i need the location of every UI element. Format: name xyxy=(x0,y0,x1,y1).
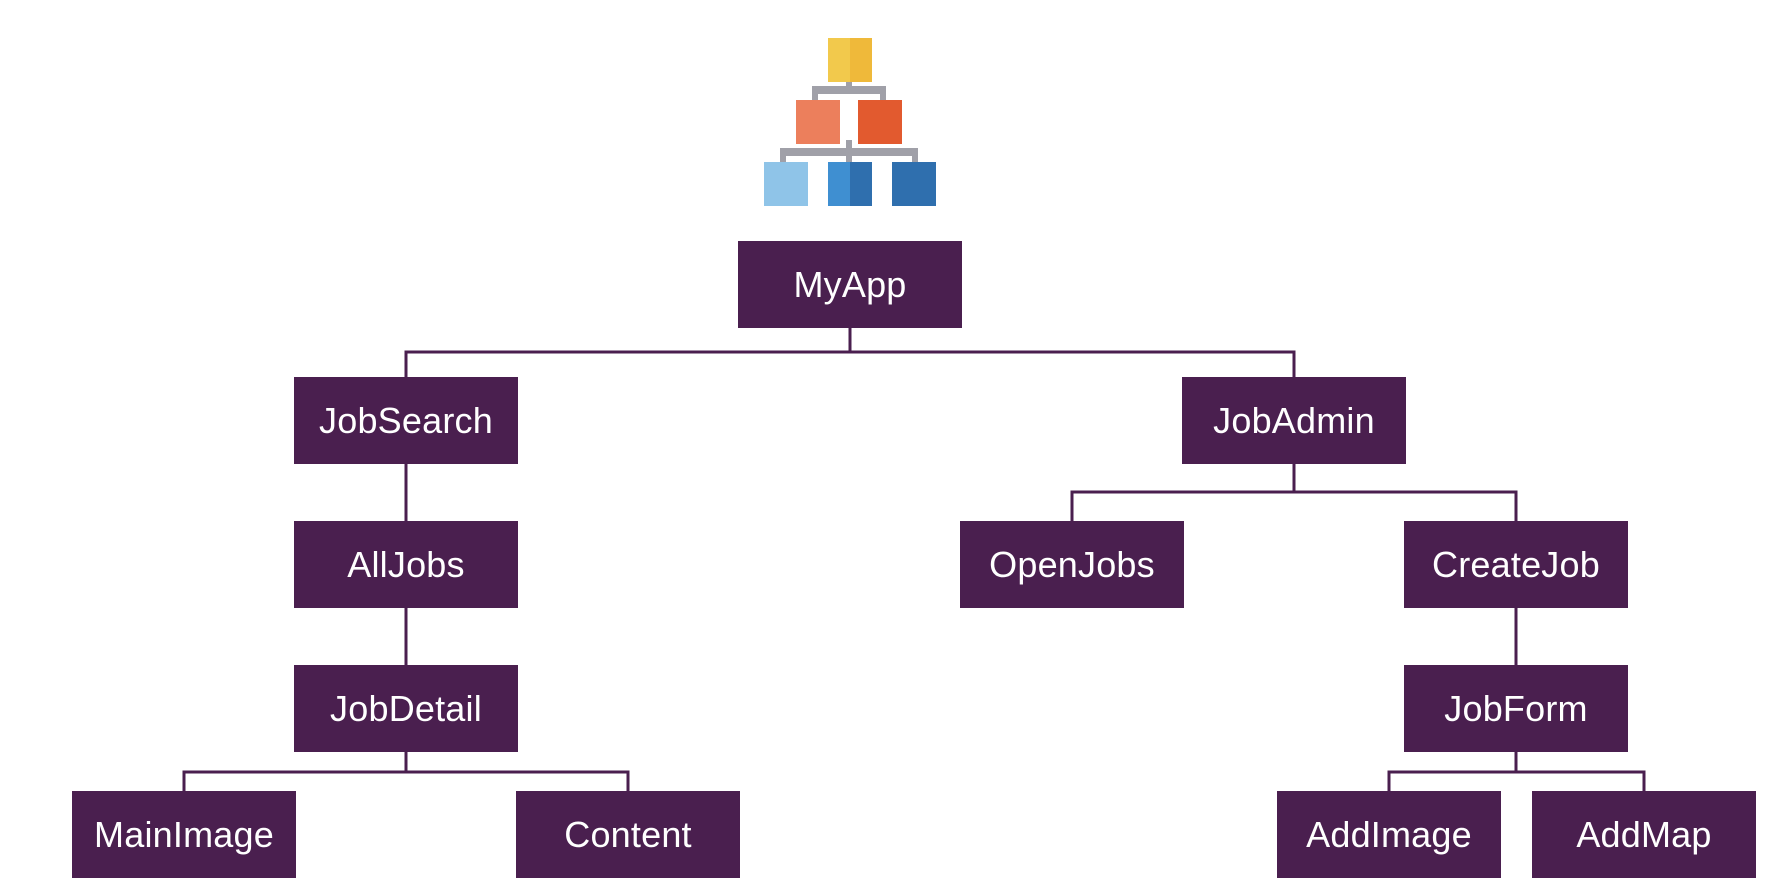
node-label: JobDetail xyxy=(330,687,482,729)
icon-block-bottom-right xyxy=(892,162,936,206)
node-jobdetail: JobDetail xyxy=(294,665,518,752)
node-label: AllJobs xyxy=(347,543,465,585)
hierarchy-icon xyxy=(764,38,936,206)
node-createjob: CreateJob xyxy=(1404,521,1628,608)
node-label: OpenJobs xyxy=(989,543,1155,585)
edge-jobdetail-content xyxy=(406,770,630,791)
node-mainimage: MainImage xyxy=(72,791,296,878)
edge-jobadmin-createjob xyxy=(1294,490,1518,521)
node-jobsearch: JobSearch xyxy=(294,377,518,464)
edge-jobform-addimage xyxy=(1387,752,1518,791)
icon-block-mid-right xyxy=(858,100,902,144)
icon-block-bottom-left xyxy=(764,162,808,206)
node-label: Content xyxy=(564,813,692,855)
node-jobadmin: JobAdmin xyxy=(1182,377,1406,464)
node-myapp: MyApp xyxy=(738,241,962,328)
node-addimage: AddImage xyxy=(1277,791,1501,878)
node-alljobs: AllJobs xyxy=(294,521,518,608)
edge-jobadmin-openjobs xyxy=(1070,464,1296,521)
node-label: JobAdmin xyxy=(1213,399,1375,441)
node-label: AddImage xyxy=(1306,813,1472,855)
node-label: AddMap xyxy=(1576,813,1712,855)
node-label: MainImage xyxy=(94,813,274,855)
node-label: JobSearch xyxy=(319,399,493,441)
node-jobform: JobForm xyxy=(1404,665,1628,752)
icon-connectors xyxy=(780,78,918,164)
edge-jobdetail-mainimage xyxy=(182,752,408,791)
node-label: CreateJob xyxy=(1432,543,1600,585)
edge-myapp-jobadmin xyxy=(850,350,1296,377)
node-addmap: AddMap xyxy=(1532,791,1756,878)
edge-jobform-addmap xyxy=(1516,770,1646,791)
node-label: MyApp xyxy=(793,263,907,305)
icon-block-mid-left xyxy=(796,100,840,144)
node-content: Content xyxy=(516,791,740,878)
node-openjobs: OpenJobs xyxy=(960,521,1184,608)
node-label: JobForm xyxy=(1444,687,1588,729)
edge-myapp-jobsearch xyxy=(404,328,852,377)
